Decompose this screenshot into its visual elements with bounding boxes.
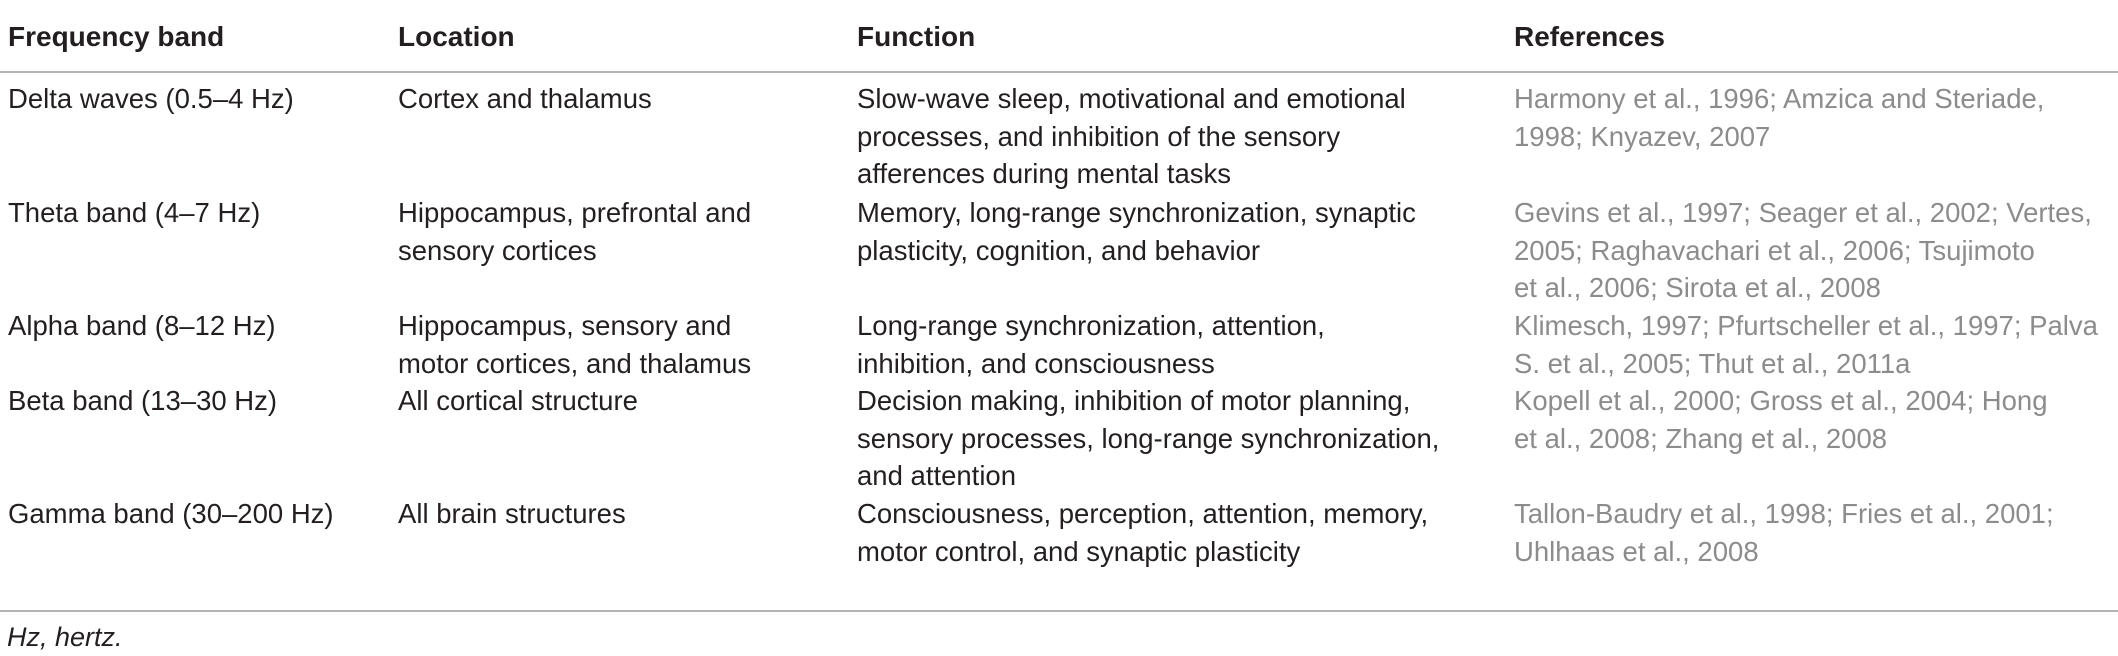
cell-frequency-band: Alpha band (8–12 Hz) [8,307,388,345]
reference-line[interactable]: Kopell et al., 2000; Gross et al., 2004;… [1514,385,2048,416]
cell-text-line: Decision making, inhibition of motor pla… [857,385,1411,416]
cell-text-line: Cortex and thalamus [398,83,652,114]
cell-text-line: motor control, and synaptic plasticity [857,535,1301,567]
cell-text-line: Hippocampus, sensory and [398,310,732,341]
table-header-row: Frequency band Location Function Referen… [0,0,2118,73]
cell-text-line: and attention [857,460,1017,491]
reference-line[interactable]: et al., 2006; Sirota et al., 2008 [1514,272,1881,303]
reference-line[interactable]: Tallon-Baudry et al., 1998; Fries et al.… [1514,498,2054,529]
reference-line[interactable]: et al., 2008; Zhang et al., 2008 [1514,422,1888,454]
cell-function: Slow-wave sleep, motivational and emotio… [857,80,1487,193]
cell-text-line: inhibition, and consciousness [857,347,1215,379]
table-row: Theta band (4–7 Hz) Hippocampus, prefront… [0,187,2118,303]
cell-references[interactable]: Gevins et al., 1997; Seager et al., 2002… [1514,194,2114,307]
cell-references[interactable]: Harmony et al., 1996; Amzica and Steriad… [1514,80,2114,155]
cell-references[interactable]: Klimesch, 1997; Pfurtscheller et al., 19… [1514,307,2114,382]
cell-location: All cortical structure [398,382,838,420]
cell-text-line: All brain structures [398,498,626,529]
table-footnote: Hz, hertz. [7,622,123,652]
cell-references[interactable]: Tallon-Baudry et al., 1998; Fries et al.… [1514,495,2114,570]
table-body: Delta waves (0.5–4 Hz) Cortex and thalamu… [0,73,2118,572]
cell-text-line: Alpha band (8–12 Hz) [8,310,276,341]
reference-line[interactable]: 2005; Raghavachari et al., 2006; Tsujimo… [1514,234,2035,266]
header-function: Function [857,21,976,52]
cell-text-line: Gamma band (30–200 Hz) [8,498,334,529]
reference-line[interactable]: S. et al., 2005; Thut et al., 2011a [1514,347,1911,379]
data-table: Frequency band Location Function Referen… [0,0,2118,572]
cell-text-line: Theta band (4–7 Hz) [8,197,261,228]
cell-text-line: Long-range synchronization, attention, [857,310,1325,341]
cell-function: Memory, long-range synchronization, syna… [857,194,1487,269]
reference-line[interactable]: 1998; Knyazev, 2007 [1514,120,1771,152]
cell-text-line: All cortical structure [398,385,638,416]
cell-function: Decision making, inhibition of motor pla… [857,382,1487,495]
reference-line[interactable]: Harmony et al., 1996; Amzica and Steriad… [1514,83,2045,114]
header-location: Location [398,21,515,52]
cell-text-line: Slow-wave sleep, motivational and emotio… [857,83,1406,114]
table-bottom-rule [0,610,2118,612]
header-frequency-band: Frequency band [8,21,225,52]
cell-function: Long-range synchronization, attention, in… [857,307,1487,382]
header-references: References [1514,21,1665,52]
reference-line[interactable]: Gevins et al., 1997; Seager et al., 2002… [1514,197,2092,228]
cell-text-line: plasticity, cognition, and behavior [857,234,1261,266]
cell-text-line: sensory processes, long-range synchroniz… [857,422,1440,454]
cell-text-line: Memory, long-range synchronization, syna… [857,197,1416,228]
cell-location: All brain structures [398,495,838,533]
cell-frequency-band: Theta band (4–7 Hz) [8,194,388,232]
cell-text-line: motor cortices, and thalamus [398,347,752,379]
cell-function: Consciousness, perception, attention, me… [857,495,1487,570]
table-row: Alpha band (8–12 Hz) Hippocampus, sensory… [0,300,2118,379]
cell-frequency-band: Beta band (13–30 Hz) [8,382,388,420]
cell-text-line: Consciousness, perception, attention, me… [857,498,1429,529]
table-row: Delta waves (0.5–4 Hz) Cortex and thalamu… [0,73,2118,189]
cell-text-line: afferences during mental tasks [857,158,1232,189]
cell-frequency-band: Gamma band (30–200 Hz) [8,495,388,533]
cell-references[interactable]: Kopell et al., 2000; Gross et al., 2004;… [1514,382,2114,457]
cell-location: Cortex and thalamus [398,80,838,118]
reference-line[interactable]: Klimesch, 1997; Pfurtscheller et al., 19… [1514,310,2098,341]
cell-frequency-band: Delta waves (0.5–4 Hz) [8,80,388,118]
cell-text-line: processes, and inhibition of the sensory [857,120,1341,152]
cell-location: Hippocampus, sensory and motor cortices, … [398,307,838,382]
cell-location: Hippocampus, prefrontal and sensory corti… [398,194,838,269]
cell-text-line: Hippocampus, prefrontal and [398,197,752,228]
reference-line[interactable]: Uhlhaas et al., 2008 [1514,535,1759,567]
cell-text-line: sensory cortices [398,234,597,266]
cell-text-line: Beta band (13–30 Hz) [8,385,278,416]
table-row: Beta band (13–30 Hz) All cortical structu… [0,375,2118,491]
table-row: Gamma band (30–200 Hz) All brain structur… [0,488,2118,572]
cell-text-line: Delta waves (0.5–4 Hz) [8,83,294,114]
